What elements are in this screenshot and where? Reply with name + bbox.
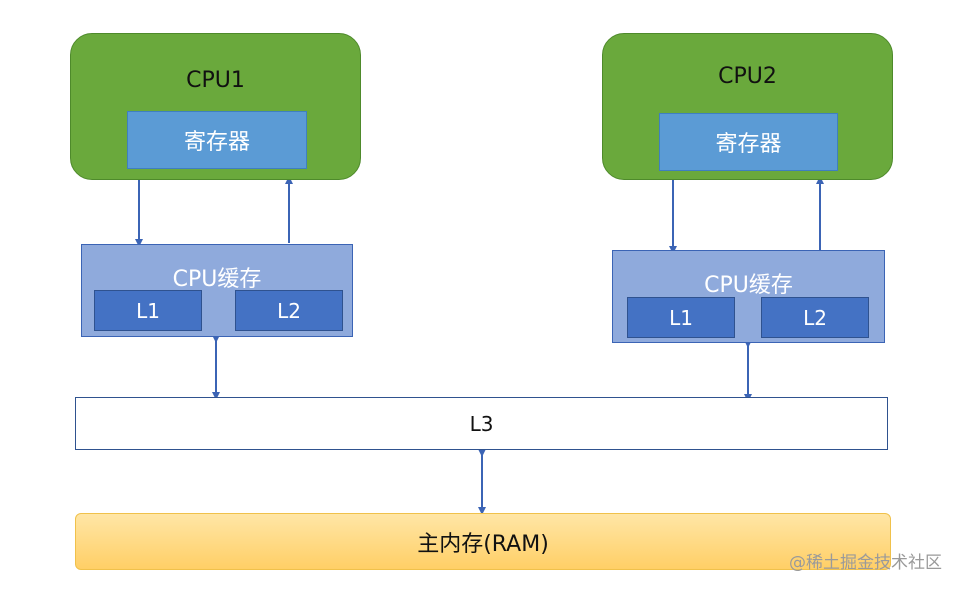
- cpu2-l2: L2: [761, 297, 869, 338]
- cpu1-l1: L1: [94, 290, 202, 331]
- cpu2-cache-title: CPU缓存: [704, 273, 793, 298]
- main-memory-box: 主内存(RAM): [75, 513, 891, 570]
- cpu1-register: 寄存器: [127, 111, 307, 169]
- l3-cache-box: L3: [75, 397, 888, 450]
- cpu1-title: CPU1: [186, 68, 245, 93]
- watermark: @稀土掘金技术社区: [789, 553, 942, 573]
- cpu2-l1: L1: [627, 297, 735, 338]
- cpu2-title: CPU2: [718, 64, 777, 89]
- cpu1-l2: L2: [235, 290, 343, 331]
- cpu1-cache-title: CPU缓存: [172, 267, 262, 292]
- cpu2-register: 寄存器: [659, 113, 838, 171]
